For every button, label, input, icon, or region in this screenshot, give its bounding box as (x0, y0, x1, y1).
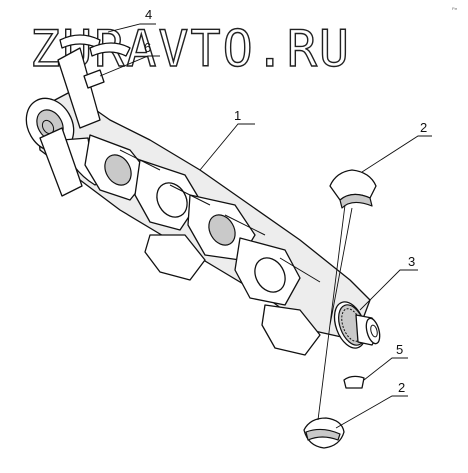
corner-mark: Р.п (452, 6, 457, 11)
small-bearing-part (83, 69, 105, 89)
crankshaft (25, 91, 381, 356)
thrust-washers (39, 34, 131, 197)
callout-4: 4 (145, 7, 152, 22)
assembly-line (317, 204, 353, 421)
woodruff-key (343, 375, 365, 389)
callout-1: 1 (234, 108, 241, 123)
callout-5: 5 (396, 342, 403, 357)
callout-2-upper: 2 (420, 120, 427, 135)
upper-bearing-shell (329, 169, 377, 209)
callout-6: 6 (144, 40, 151, 55)
callout-3: 3 (408, 254, 415, 269)
callout-leaders (99, 23, 432, 429)
callout-2-lower: 2 (398, 380, 405, 395)
lower-bearing-shell (303, 417, 345, 449)
